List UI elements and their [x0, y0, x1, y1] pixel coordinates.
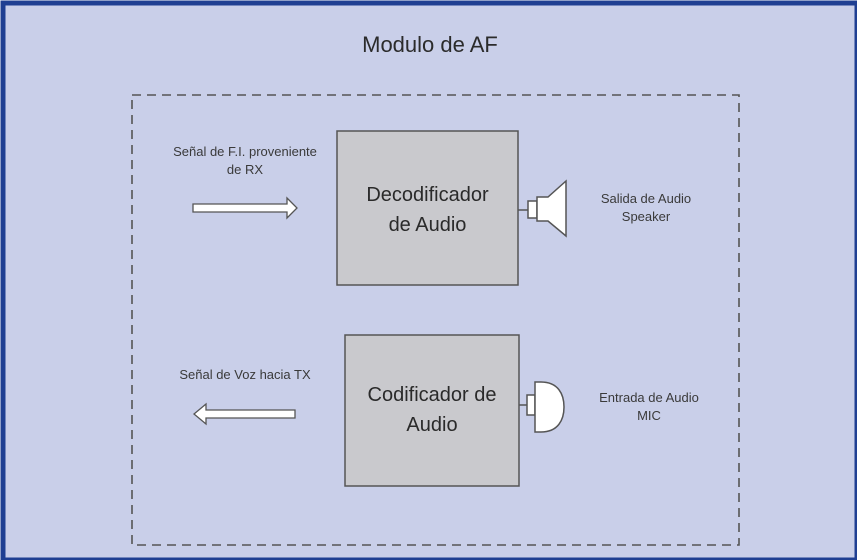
- diagram-title: Modulo de AF: [362, 32, 498, 57]
- encoder-label: Codificador de Audio: [345, 380, 519, 440]
- speaker-label-line1: Salida de Audio: [600, 191, 692, 206]
- mic-label-line1: Entrada de Audio: [599, 390, 699, 405]
- input-signal-label: Señal de F.I. proveniente de RX: [150, 143, 340, 179]
- speaker-icon: [518, 179, 567, 238]
- encoder-label-line2: Audio: [406, 414, 458, 436]
- output-signal-label: Señal de Voz hacia TX: [150, 366, 340, 384]
- speaker-label: Salida de Audio Speaker: [576, 190, 716, 226]
- input-signal-label-line1: Señal de F.I. proveniente: [173, 144, 317, 159]
- mic-label-line2: MIC: [637, 408, 661, 423]
- decoder-label-line1: Decodificador: [366, 184, 489, 206]
- decoder-label: Decodificador de Audio: [337, 180, 518, 240]
- mic-label: Entrada de Audio MIC: [574, 389, 724, 425]
- decoder-label-line2: de Audio: [388, 214, 467, 236]
- input-signal-label-line2: de RX: [226, 162, 264, 177]
- input-arrow-right: [192, 196, 298, 220]
- output-arrow-left: [192, 402, 296, 426]
- encoder-block: [344, 334, 520, 487]
- output-signal-label-line1: Señal de Voz hacia TX: [179, 367, 311, 382]
- module-boundary: [131, 94, 740, 546]
- microphone-icon: [519, 381, 565, 433]
- speaker-label-line2: Speaker: [621, 209, 671, 224]
- decoder-block: [336, 130, 519, 286]
- encoder-label-line1: Codificador de: [367, 384, 497, 406]
